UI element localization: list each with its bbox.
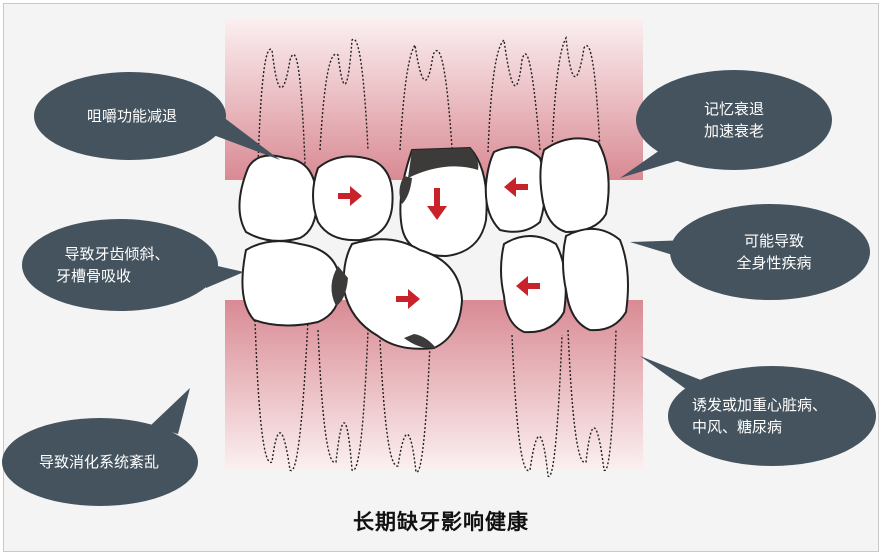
bubble-tilt-line-1: 导致牙齿倾斜、	[42, 243, 192, 265]
bubble-tilt-text: 导致牙齿倾斜、 牙槽骨吸收	[42, 243, 192, 287]
bubble-systemic-text: 可能导致 全身性疾病	[724, 230, 824, 274]
bubble-memory-text: 记忆衰退 加速衰老	[684, 98, 784, 142]
bubble-heart-line-2: 中风、糖尿病	[692, 416, 852, 438]
caption-title: 长期缺牙影响健康	[0, 506, 882, 536]
bubble-memory-line-2: 加速衰老	[684, 120, 784, 142]
bubble-systemic-line-1: 可能导致	[724, 230, 824, 252]
bubble-chewing-line-1: 咀嚼功能减退	[62, 105, 202, 127]
bubble-digestion-line-1: 导致消化系统紊乱	[24, 451, 174, 473]
bubble-tilt-line-2: 牙槽骨吸收	[42, 265, 192, 287]
bubble-heart-line-1: 诱发或加重心脏病、	[692, 394, 852, 416]
bubble-heart-text: 诱发或加重心脏病、 中风、糖尿病	[692, 394, 852, 438]
bubble-systemic-line-2: 全身性疾病	[724, 252, 824, 274]
bubble-memory-line-1: 记忆衰退	[684, 98, 784, 120]
bubble-digestion-text: 导致消化系统紊乱	[24, 451, 174, 473]
bubble-chewing-text: 咀嚼功能减退	[62, 105, 202, 127]
